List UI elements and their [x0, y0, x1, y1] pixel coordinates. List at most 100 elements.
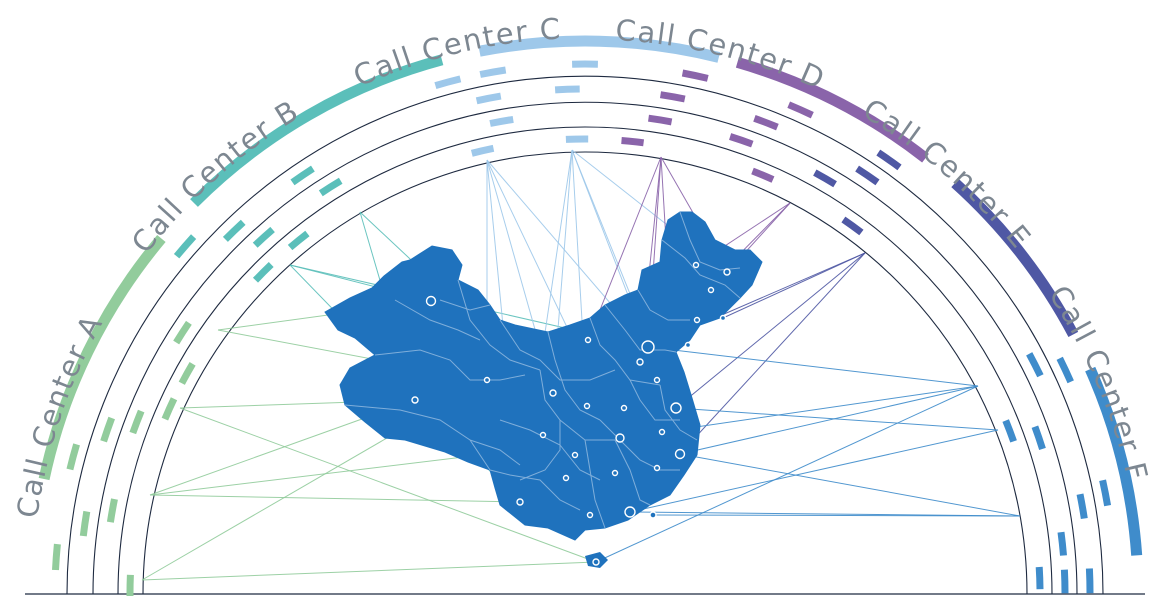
ring-segment: [1057, 531, 1067, 556]
city-node: [516, 498, 524, 506]
connection-line: [722, 252, 866, 319]
china-map-shape: [324, 211, 763, 541]
ring-segment: [813, 169, 837, 188]
center-arc-f: [1085, 366, 1143, 556]
ring-segment: [1026, 352, 1044, 378]
ring-segment: [1002, 419, 1017, 443]
center-label-f: Call Center F: [1042, 279, 1154, 484]
ring-segment: [1031, 425, 1046, 450]
city-node: [658, 428, 666, 436]
city-node: [425, 295, 437, 307]
ring-3: [117, 126, 1053, 595]
center-label-d: Call Center D: [615, 13, 831, 97]
city-node: [641, 340, 655, 354]
ring-segment: [129, 409, 145, 435]
ring-segment: [1060, 569, 1069, 594]
connection-line: [629, 429, 999, 513]
ring-segment: [222, 219, 246, 242]
connection-line: [149, 494, 521, 503]
ring-segment: [729, 133, 754, 148]
city-node: [674, 448, 686, 460]
city-node: [636, 358, 644, 366]
china-map: [324, 211, 763, 568]
city-node: [584, 336, 592, 344]
city-node: [693, 316, 701, 324]
ring-segment: [66, 443, 80, 471]
city-node: [692, 261, 700, 269]
center-arc-d: [735, 57, 929, 163]
city-node: [653, 376, 661, 384]
ring-segment: [648, 114, 673, 126]
city-node: [624, 506, 636, 518]
city-node: [620, 404, 628, 412]
city-node: [483, 376, 491, 384]
ring-segment: [100, 416, 115, 443]
city-node: [592, 558, 600, 566]
ring-segment: [1099, 479, 1112, 507]
city-node: [684, 341, 692, 349]
connection-line: [679, 453, 1021, 517]
ring-segment: [841, 216, 864, 236]
city-node: [719, 314, 727, 322]
ring-segment: [173, 234, 197, 259]
ring-segment: [479, 66, 507, 78]
ring-segment: [434, 75, 462, 89]
ring-segment: [106, 498, 118, 523]
ring-segment: [161, 397, 178, 421]
city-node: [670, 402, 682, 414]
city-nodes: [411, 261, 731, 566]
ring-1: [66, 75, 1104, 595]
ring-segment: [178, 362, 196, 385]
ring-segment: [554, 85, 580, 94]
ring-segment: [252, 261, 274, 283]
city-node: [649, 511, 657, 519]
province-borders: [344, 211, 741, 529]
ring-segment: [252, 226, 275, 248]
ring-segment: [751, 167, 775, 183]
city-node: [723, 268, 731, 276]
connection-line: [679, 385, 979, 455]
city-node: [611, 469, 619, 477]
ring-2: [92, 101, 1078, 595]
ring-segment: [290, 165, 315, 186]
ring-segment: [79, 510, 91, 537]
connection-line: [141, 561, 597, 581]
ring-segment: [753, 115, 779, 131]
ring-segment: [876, 149, 902, 171]
ring-segments: [52, 60, 1112, 596]
city-node: [615, 433, 625, 443]
ring-segment: [475, 92, 502, 105]
ring-segment: [52, 543, 61, 571]
ring-segment: [787, 101, 814, 119]
connection-line: [679, 252, 866, 455]
connection-line: [647, 346, 979, 387]
city-node: [562, 474, 570, 482]
center-arc-a: [38, 234, 166, 481]
ring-segment: [621, 137, 645, 147]
ring-segment: [1085, 568, 1094, 594]
connection-line: [652, 514, 1021, 517]
ring-segment: [659, 91, 686, 103]
ring-segment: [1076, 493, 1088, 520]
ring-segment: [470, 144, 495, 157]
center-arc-c: [478, 35, 721, 63]
city-node: [411, 396, 419, 404]
city-node: [583, 402, 591, 410]
connection-line: [179, 407, 597, 563]
ring-segment: [855, 165, 880, 186]
city-node: [653, 464, 661, 472]
center-label-e: Call Center E: [857, 92, 1038, 255]
center-arc-b: [190, 54, 444, 207]
ring-segment: [318, 177, 343, 197]
city-node: [586, 511, 594, 519]
ring-segment: [1035, 566, 1044, 590]
concentric-rings: [66, 75, 1104, 595]
city-node: [707, 286, 715, 294]
connection-line: [675, 252, 866, 409]
connection-line: [675, 407, 999, 431]
ring-segment: [173, 320, 192, 345]
ring-segment: [681, 69, 709, 82]
center-arcs: [38, 35, 1143, 556]
center-label-a: Call Center A: [10, 309, 109, 520]
